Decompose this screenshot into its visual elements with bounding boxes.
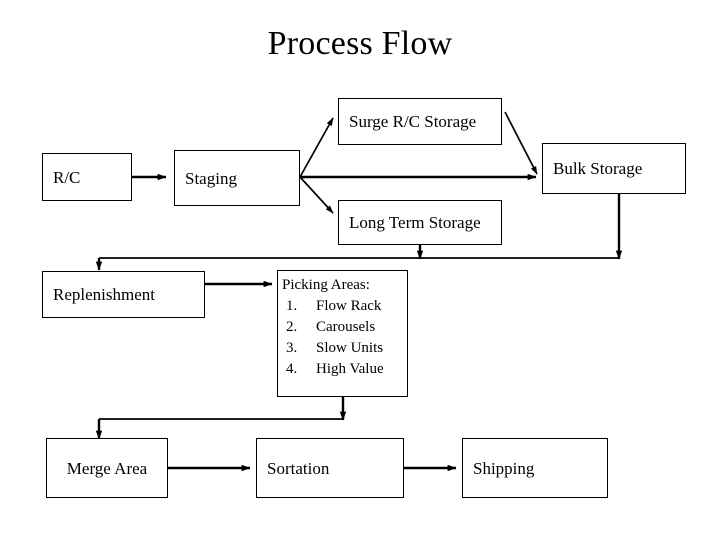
list-item: 1. Flow Rack bbox=[282, 296, 407, 317]
node-bulk-storage-label: Bulk Storage bbox=[553, 159, 643, 178]
node-merge-area[interactable]: Merge Area bbox=[46, 438, 168, 498]
node-surge-rc-storage[interactable]: Surge R/C Storage bbox=[338, 98, 502, 145]
list-item-label: High Value bbox=[316, 361, 384, 377]
edge-staging-to-longterm bbox=[299, 176, 334, 214]
node-sortation-label: Sortation bbox=[267, 458, 330, 478]
node-picking-areas[interactable]: Picking Areas: 1. Flow Rack 2. Carousels… bbox=[277, 270, 408, 397]
node-surge-rc-storage-label: Surge R/C Storage bbox=[349, 112, 477, 131]
list-item-number: 4. bbox=[286, 361, 298, 377]
edge-staging-to-surge bbox=[299, 117, 334, 178]
node-shipping[interactable]: Shipping bbox=[462, 438, 608, 498]
node-rc[interactable]: R/C bbox=[42, 153, 132, 201]
list-item-number: 3. bbox=[286, 340, 298, 356]
node-replenishment-label: Replenishment bbox=[53, 285, 155, 304]
list-item-number: 2. bbox=[286, 319, 298, 335]
list-item: 4. High Value bbox=[282, 359, 407, 380]
node-shipping-label: Shipping bbox=[473, 458, 535, 478]
edge-surge-to-bulk bbox=[504, 111, 538, 175]
node-rc-label: R/C bbox=[53, 167, 81, 187]
list-item-number: 1. bbox=[286, 298, 298, 314]
node-long-term-storage-label: Long Term Storage bbox=[349, 213, 481, 232]
node-staging[interactable]: Staging bbox=[174, 150, 300, 206]
page-title: Process Flow bbox=[267, 25, 453, 62]
node-staging-label: Staging bbox=[185, 168, 237, 188]
list-item: 3. Slow Units bbox=[282, 338, 407, 359]
node-replenishment[interactable]: Replenishment bbox=[42, 271, 205, 318]
list-item-label: Carousels bbox=[316, 319, 376, 335]
node-bulk-storage[interactable]: Bulk Storage bbox=[542, 143, 686, 194]
list-item-label: Slow Units bbox=[316, 340, 384, 356]
node-merge-area-label: Merge Area bbox=[66, 458, 148, 478]
node-long-term-storage[interactable]: Long Term Storage bbox=[338, 200, 502, 245]
list-item: 2. Carousels bbox=[282, 317, 407, 338]
picking-areas-list: 1. Flow Rack 2. Carousels 3. Slow Units … bbox=[282, 296, 407, 380]
node-sortation[interactable]: Sortation bbox=[256, 438, 404, 498]
picking-areas-heading: Picking Areas: bbox=[282, 277, 370, 293]
list-item-label: Flow Rack bbox=[316, 298, 382, 314]
